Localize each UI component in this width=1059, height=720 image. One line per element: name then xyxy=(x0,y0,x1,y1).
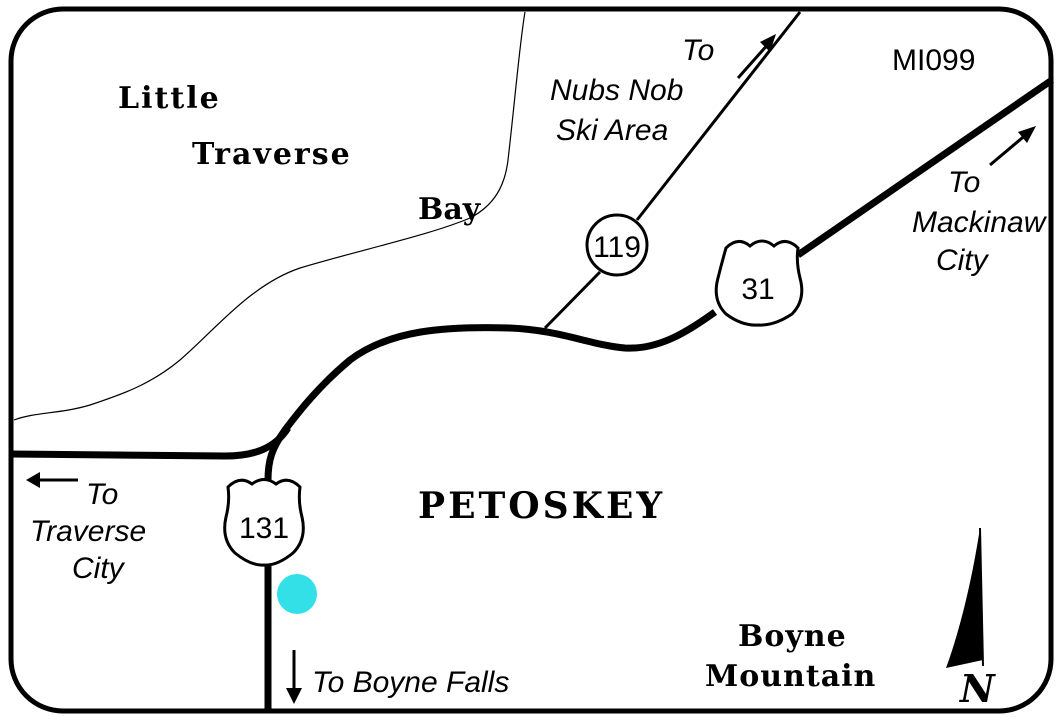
traverse-line3: City xyxy=(72,552,126,585)
mackinaw-line3: City xyxy=(936,244,990,277)
m119-label: 119 xyxy=(593,231,641,264)
us131-label: 131 xyxy=(239,512,289,545)
compass-label: N xyxy=(959,666,996,711)
road-m119 xyxy=(543,11,802,330)
us31-label: 31 xyxy=(741,273,774,306)
boyne-falls-label: To Boyne Falls xyxy=(312,666,509,699)
mackinaw-line1: To xyxy=(948,166,980,199)
nubs-nob-line2: Nubs Nob xyxy=(550,74,683,107)
m119-shield: 119 xyxy=(585,213,649,277)
road-west xyxy=(10,425,291,460)
traverse-line2: Traverse xyxy=(30,515,146,548)
water-line2: Traverse xyxy=(192,137,352,172)
nubs-nob-line1: To xyxy=(682,34,714,67)
city-label: PETOSKEY xyxy=(418,485,665,527)
arrow-mackinaw-icon xyxy=(989,126,1036,167)
nubs-nob-line3: Ski Area xyxy=(556,114,668,147)
us131-shield: 131 xyxy=(223,478,305,567)
landmark-line2: Mountain xyxy=(705,659,876,694)
water-line3: Bay xyxy=(418,192,482,227)
water-line1: Little xyxy=(118,81,221,116)
mackinaw-line2: Mackinaw xyxy=(912,206,1048,239)
north-arrow-icon xyxy=(946,527,984,668)
arrow-boyne-falls-icon xyxy=(286,650,302,704)
shoreline xyxy=(13,11,526,421)
us31-shield: 31 xyxy=(714,239,804,327)
landmark-line1: Boyne xyxy=(738,619,847,654)
map-code: MI099 xyxy=(892,44,975,77)
location-marker xyxy=(277,574,317,614)
arrow-nubs-nob-icon xyxy=(736,34,776,79)
traverse-line1: To xyxy=(86,478,118,511)
arrow-traverse-icon xyxy=(26,472,78,488)
